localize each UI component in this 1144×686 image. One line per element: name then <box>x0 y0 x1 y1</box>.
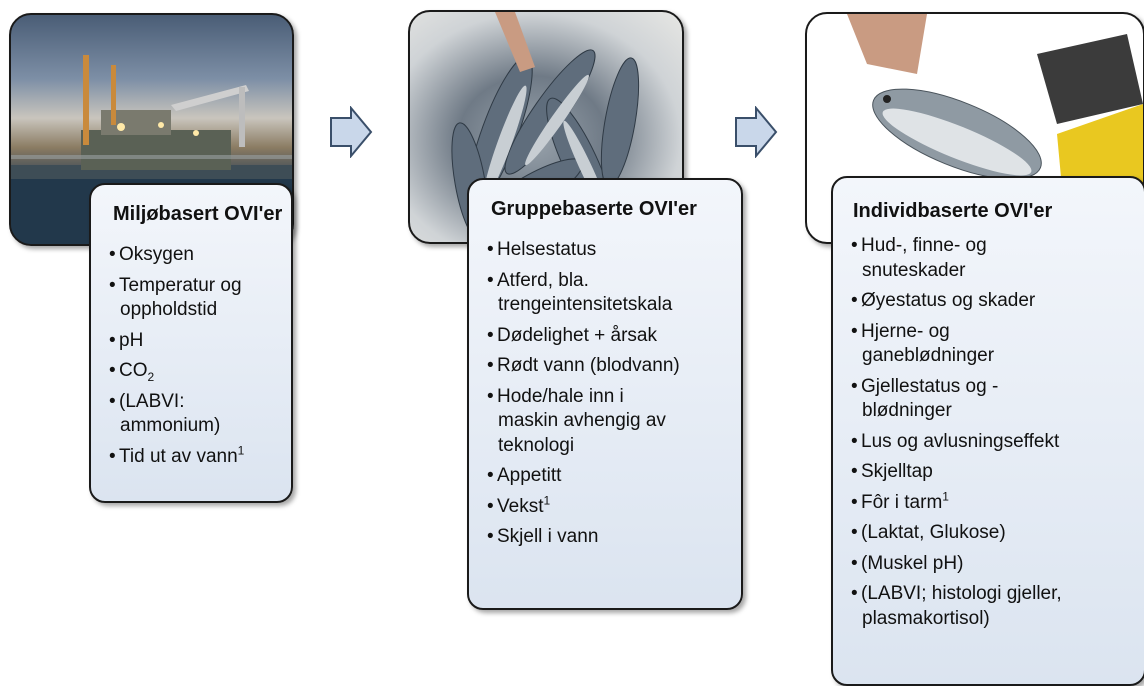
panel-group-indicators: Gruppebaserte OVI'er •Helsestatus •Atfer… <box>467 178 743 610</box>
list-item: •(LABVI; histologi gjeller,plasmakortiso… <box>851 583 1062 629</box>
panel-title: Gruppebaserte OVI'er <box>491 198 697 220</box>
indicator-list: •Helsestatus •Atferd, bla.trengeintensit… <box>487 238 735 556</box>
list-item: •Skjell i vann <box>487 526 599 547</box>
list-item: •CO2 <box>109 360 155 384</box>
list-item: •pH <box>109 329 144 351</box>
list-item: •Øyestatus og skader <box>851 290 1036 311</box>
list-item: •Atferd, bla.trengeintensitetskala <box>487 269 673 316</box>
list-item: •Tid ut av vann1 <box>109 443 245 467</box>
list-item: •Vekst1 <box>487 493 551 517</box>
panel-title: Individbaserte OVI'er <box>853 200 1053 222</box>
panel-environment-indicators: Miljøbasert OVI'er •Oksygen •Temperatur … <box>89 183 293 503</box>
list-item: •Gjellestatus og -blødninger <box>851 375 999 422</box>
list-item: •Oksygen <box>109 244 194 265</box>
list-item: •Lus og avlusningseffekt <box>851 430 1060 452</box>
right-arrow-icon <box>330 106 373 158</box>
list-item: •Rødt vann (blodvann) <box>487 355 680 376</box>
panel-title: Miljøbasert OVI'er <box>113 203 283 225</box>
list-item: •(LABVI:ammonium) <box>109 390 221 437</box>
list-item: •(Laktat, Glukose) <box>851 522 1006 543</box>
list-item: •Appetitt <box>487 465 562 486</box>
list-item: •Skjelltap <box>851 461 933 482</box>
list-item: •(Muskel pH) <box>851 552 964 574</box>
right-arrow-icon <box>735 106 778 158</box>
list-item: •Fôr i tarm1 <box>851 489 949 513</box>
list-item: •Dødelighet + årsak <box>487 324 657 346</box>
list-item: •Helsestatus <box>487 239 597 260</box>
